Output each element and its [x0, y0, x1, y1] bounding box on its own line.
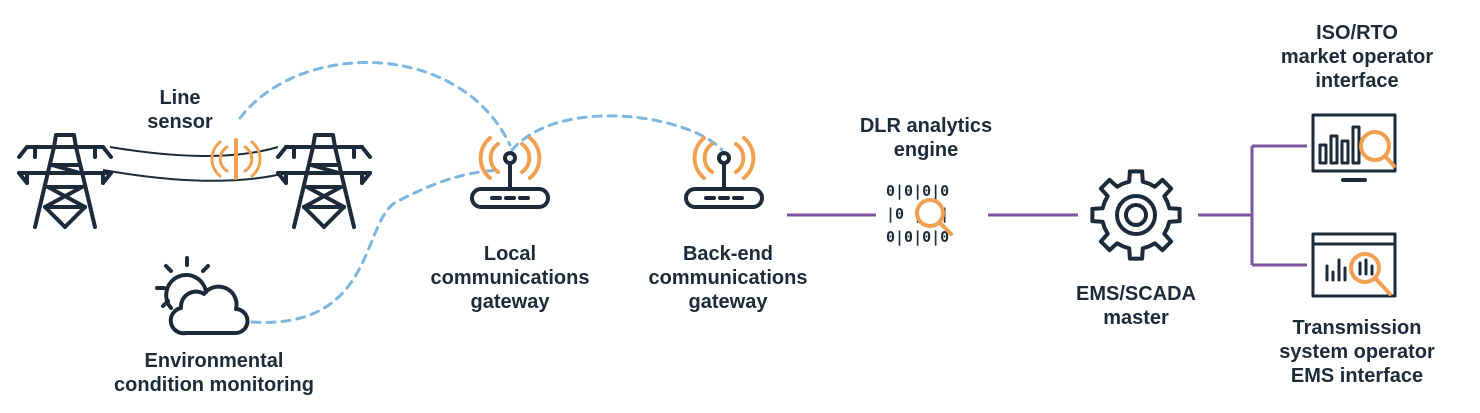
gear-icon — [1090, 169, 1182, 261]
gear-ring — [1124, 203, 1148, 227]
label-line: gateway — [688, 291, 768, 313]
label-line: Line — [159, 87, 201, 109]
label-line: condition monitoring — [114, 374, 314, 396]
label-line: interface — [1315, 70, 1399, 92]
line-sensor-icon — [210, 138, 262, 180]
dashboard-window-icon — [1311, 232, 1397, 298]
router-icon — [470, 136, 550, 209]
magnifier-icon — [1359, 130, 1396, 168]
magnifier-icon — [915, 198, 953, 236]
transmission-tower-icon — [17, 133, 113, 229]
transmission-tower-icon — [276, 133, 372, 229]
conductor-upper — [109, 146, 279, 157]
label-line: sensor — [147, 111, 213, 133]
label-line: communications — [648, 267, 808, 289]
label-line: EMS/SCADA — [1075, 283, 1197, 305]
label-line: gateway — [470, 291, 550, 313]
label-line: EMS interface — [1290, 365, 1424, 387]
label-line: master — [1103, 307, 1169, 329]
label-line: market operator — [1280, 46, 1434, 68]
sun-cloud-icon — [155, 256, 250, 336]
wireless-links — [238, 61, 724, 324]
binary-row-3: 0|0|0|0 — [886, 228, 949, 247]
label-line: system operator — [1279, 341, 1435, 363]
label-line: Transmission — [1292, 317, 1422, 339]
wired-links — [787, 144, 1307, 267]
router-icon — [684, 136, 764, 209]
bar-chart-monitor-icon — [1311, 113, 1397, 182]
binary-row-1: 0|0|0|0 — [886, 182, 949, 201]
transmission-line — [17, 133, 372, 229]
label-line: DLR analytics — [859, 115, 993, 137]
label-line: ISO/RTO — [1316, 22, 1398, 44]
label-line: Back-end — [682, 243, 774, 265]
label-line: communications — [430, 267, 590, 289]
label-line: engine — [893, 139, 959, 161]
gear-ring — [1115, 194, 1157, 236]
conductor-lower — [102, 169, 287, 182]
sensor-to-local-gateway-link — [238, 61, 512, 147]
dlr-binary-icon: 0|0|0|0 |0 | 0| 0|0|0|0 — [886, 182, 953, 247]
local-to-backend-gateway-link — [510, 114, 724, 152]
label-line: Local — [483, 243, 537, 265]
weather-to-local-gateway-link — [250, 168, 502, 324]
label-line: Environmental — [144, 350, 284, 372]
